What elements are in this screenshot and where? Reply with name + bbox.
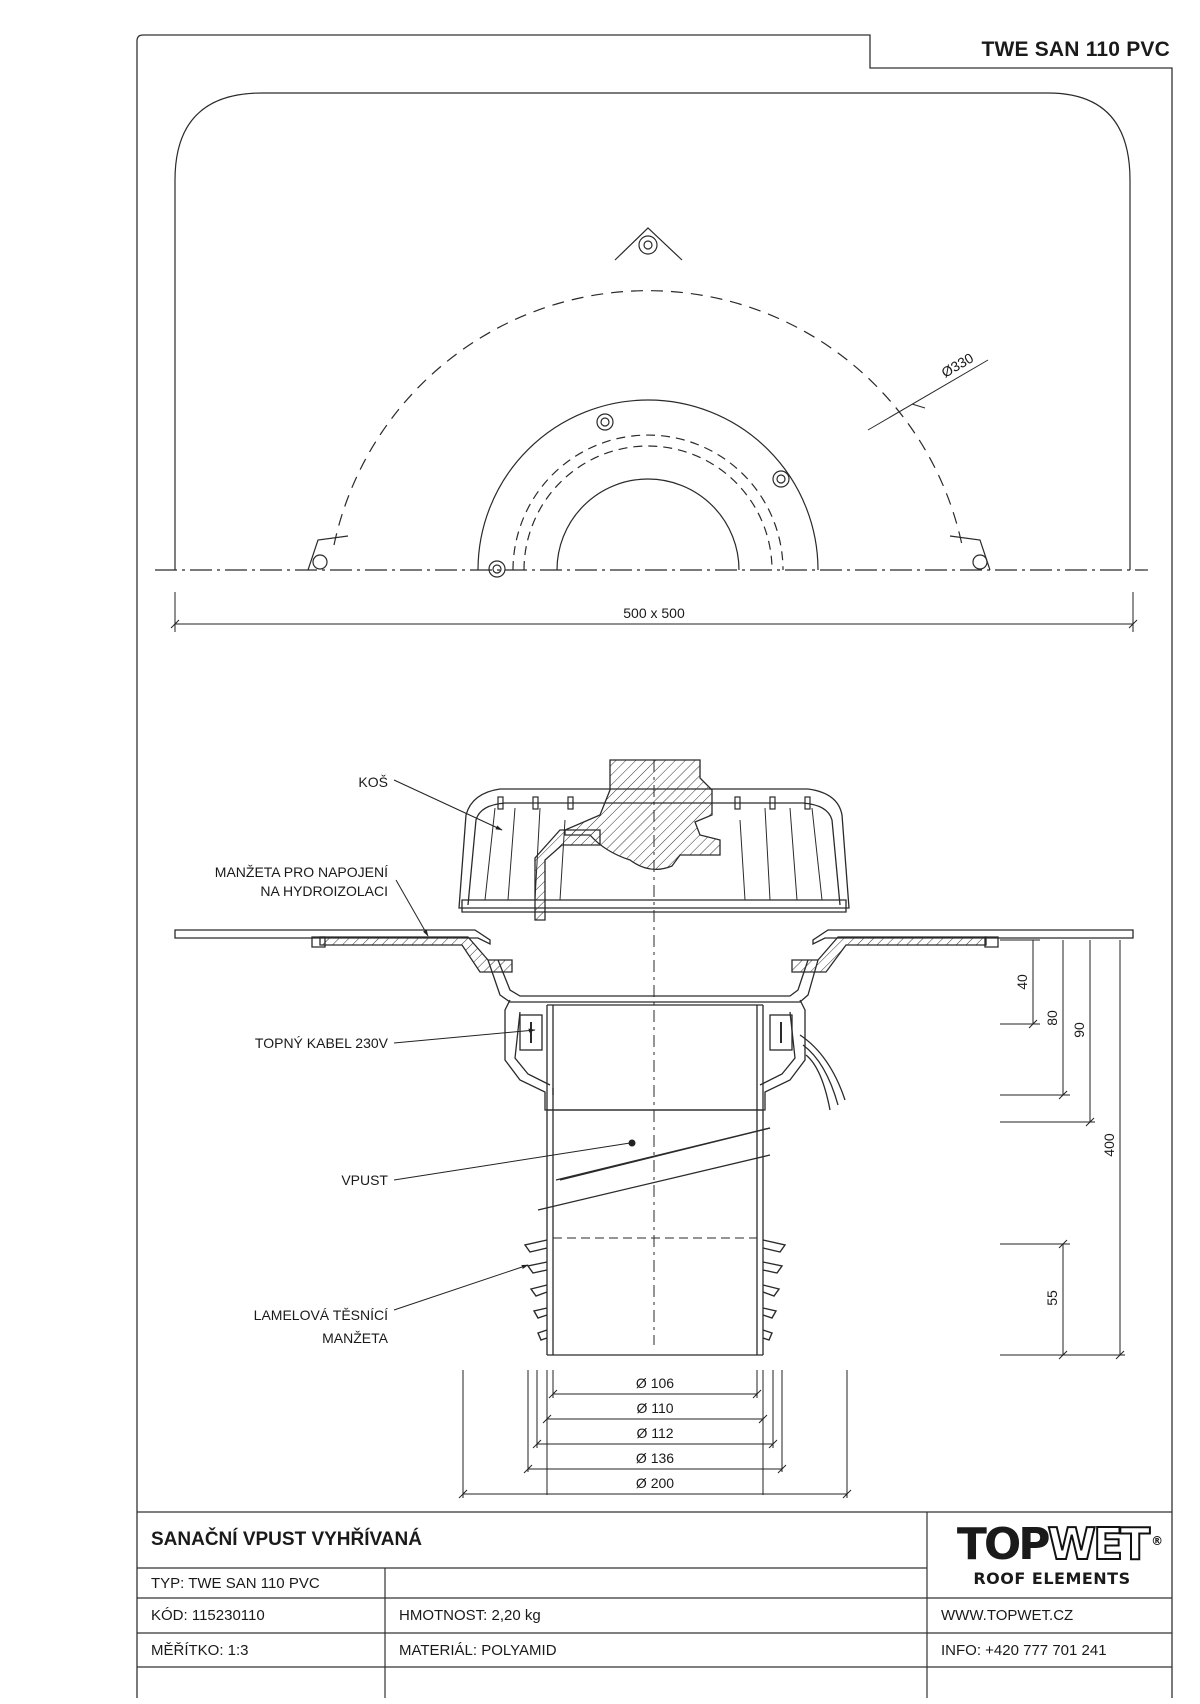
heated-body	[504, 999, 806, 1111]
top-view	[155, 92, 1148, 578]
lug-left	[307, 535, 349, 571]
dim-overall-label: 500 x 500	[623, 605, 685, 621]
label-manzeta-2: NA HYDROIZOLACI	[260, 883, 388, 899]
dim-h80: 80	[1044, 1010, 1060, 1026]
section-labels: KOŠ MANŽETA PRO NAPOJENÍ NA HYDROIZOLACI…	[215, 774, 389, 1346]
ring-dashed-2	[523, 445, 773, 571]
section-view	[174, 759, 1134, 1356]
board-outline	[174, 92, 1131, 570]
ring-outer	[477, 399, 819, 571]
height-dims	[1000, 939, 1125, 1360]
logo-wordmark: TOPWET ®	[956, 1519, 1164, 1570]
lamella-left	[523, 1239, 548, 1341]
dim-h90: 90	[1071, 1022, 1087, 1038]
lug-top	[614, 227, 683, 261]
central-hub	[564, 759, 721, 871]
sheet-frame	[136, 34, 1173, 1698]
flange-dashed	[333, 290, 963, 546]
dim-h400: 400	[1101, 1133, 1117, 1157]
title-block-grid	[137, 1511, 1172, 1698]
label-lamelova-1: LAMELOVÁ TĚSNÍCÍ	[254, 1307, 388, 1323]
lug-right	[949, 535, 991, 571]
label-lamelova-2: MANŽETA	[322, 1330, 389, 1346]
material-field: MATERIÁL: POLYAMID	[399, 1641, 557, 1659]
dim-diameter-330: Ø330	[939, 350, 977, 381]
logo-tagline: ROOF ELEMENTS	[973, 1569, 1131, 1588]
ring-inner	[556, 478, 740, 571]
topwet-logo: TOPWET ® ROOF ELEMENTS	[932, 1512, 1172, 1599]
dia-leader	[867, 359, 989, 431]
diameter-dims	[458, 1370, 852, 1499]
info-field: INFO: +420 777 701 241	[941, 1641, 1107, 1659]
product-code: TWE SAN 110 PVC	[981, 38, 1170, 61]
membrane	[174, 929, 491, 946]
heating-cable	[799, 1034, 846, 1101]
label-kos: KOŠ	[358, 774, 388, 790]
dim-overall	[170, 592, 1138, 632]
registered-mark: ®	[1151, 1534, 1164, 1548]
lamella-right	[762, 1239, 787, 1341]
dim-d106: Ø 106	[636, 1375, 674, 1391]
dim-h55: 55	[1044, 1290, 1060, 1306]
hmotnost-field: HMOTNOST: 2,20 kg	[399, 1607, 541, 1624]
label-leaders	[393, 779, 636, 1311]
dim-d136: Ø 136	[636, 1450, 674, 1466]
basket-outline	[458, 788, 850, 909]
lug-top-hole	[638, 235, 658, 255]
flange-body	[487, 959, 819, 1003]
web-field: WWW.TOPWET.CZ	[941, 1607, 1074, 1624]
label-vpust: VPUST	[341, 1172, 388, 1188]
dim-h40: 40	[1014, 974, 1030, 990]
dim-d200: Ø 200	[636, 1475, 674, 1491]
kod-field: KÓD: 115230110	[151, 1607, 265, 1624]
title-block: SANAČNÍ VPUST VYHŘÍVANÁ TYP: TWE SAN 110…	[137, 1512, 1172, 1704]
ring-dashed-1	[512, 434, 784, 571]
label-topny-kabel: TOPNÝ KABEL 230V	[255, 1035, 389, 1051]
drawing-title: SANAČNÍ VPUST VYHŘÍVANÁ	[151, 1529, 422, 1550]
dim-d110: Ø 110	[636, 1400, 673, 1416]
label-manzeta-1: MANŽETA PRO NAPOJENÍ	[215, 864, 388, 880]
manzeta-hatch	[319, 936, 513, 973]
typ-field: TYP: TWE SAN 110 PVC	[151, 1574, 320, 1592]
dim-d112: Ø 112	[636, 1425, 673, 1441]
meritko-field: MĚŘÍTKO: 1:3	[151, 1641, 249, 1659]
